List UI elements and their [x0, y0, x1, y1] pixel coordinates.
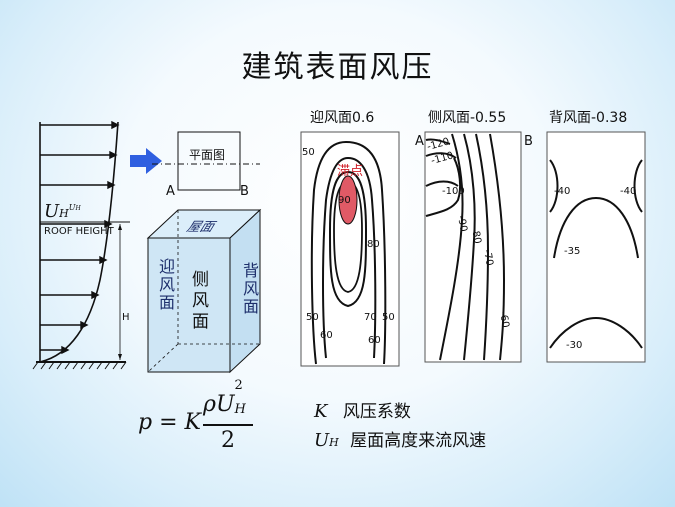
legend-item-uh: UH 屋面高度来流风速	[314, 430, 487, 451]
plan-label: 平面图	[189, 148, 226, 162]
formula-denominator: 2	[221, 428, 235, 453]
contour-label: 60	[368, 335, 381, 346]
contour-label: 60	[320, 330, 333, 341]
contour-label: -100	[442, 186, 465, 197]
plan-view	[152, 131, 260, 191]
contour-label: 80	[367, 239, 380, 250]
leeward-label: 背风面	[240, 262, 259, 316]
page-title: 建筑表面风压	[241, 50, 434, 85]
contour-label: 50	[302, 147, 315, 158]
contour-label: 50	[382, 312, 395, 323]
contour-label: -90	[455, 215, 469, 233]
contour-label: 90	[338, 195, 351, 206]
side-panel-title: 侧风面-0.55	[428, 110, 507, 126]
side-a-label: A	[415, 134, 424, 149]
roof-height-label: ROOF HEIGHT	[44, 226, 115, 237]
building-cube	[146, 208, 262, 374]
contour-label: 50	[306, 312, 319, 323]
contour-label: -70	[481, 249, 495, 267]
contour-label: -60	[497, 311, 511, 329]
side-contour-panel: -120 -110 -100 -90 -80 -70 -60	[424, 131, 522, 363]
legend-item-k: K 风压系数	[314, 401, 411, 422]
stagnation-point-label: 滞点	[337, 164, 364, 179]
leeward-contour-panel: -40 -40 -35 -30	[546, 131, 646, 363]
contour-label: -35	[564, 246, 580, 257]
contour-label: -40	[554, 186, 570, 197]
windward-panel-title: 迎风面0.6	[310, 110, 375, 126]
h-label: H	[122, 312, 130, 323]
contour-label: -30	[566, 340, 582, 351]
windward-contour-panel: 50 90 80 50 70 50 60 60	[300, 131, 400, 367]
windward-label: 迎风面	[156, 258, 175, 312]
plan-a-label: A	[166, 184, 175, 199]
formula-fraction-bar	[203, 424, 253, 426]
contour-label: -80	[469, 227, 483, 245]
wind-profile-diagram: H ROOF HEIGHT	[32, 120, 130, 370]
side-face-label: 侧风面	[188, 270, 208, 333]
plan-b-label: B	[240, 184, 249, 199]
side-b-label: B	[524, 134, 533, 149]
uh-label: UHUH	[44, 201, 81, 222]
wind-direction-arrow-icon	[130, 148, 162, 174]
leeward-panel-title: 背风面-0.38	[549, 110, 628, 126]
formula-lhs: p = K	[138, 410, 201, 435]
contour-label: 70	[364, 312, 377, 323]
contour-label: -40	[620, 186, 636, 197]
